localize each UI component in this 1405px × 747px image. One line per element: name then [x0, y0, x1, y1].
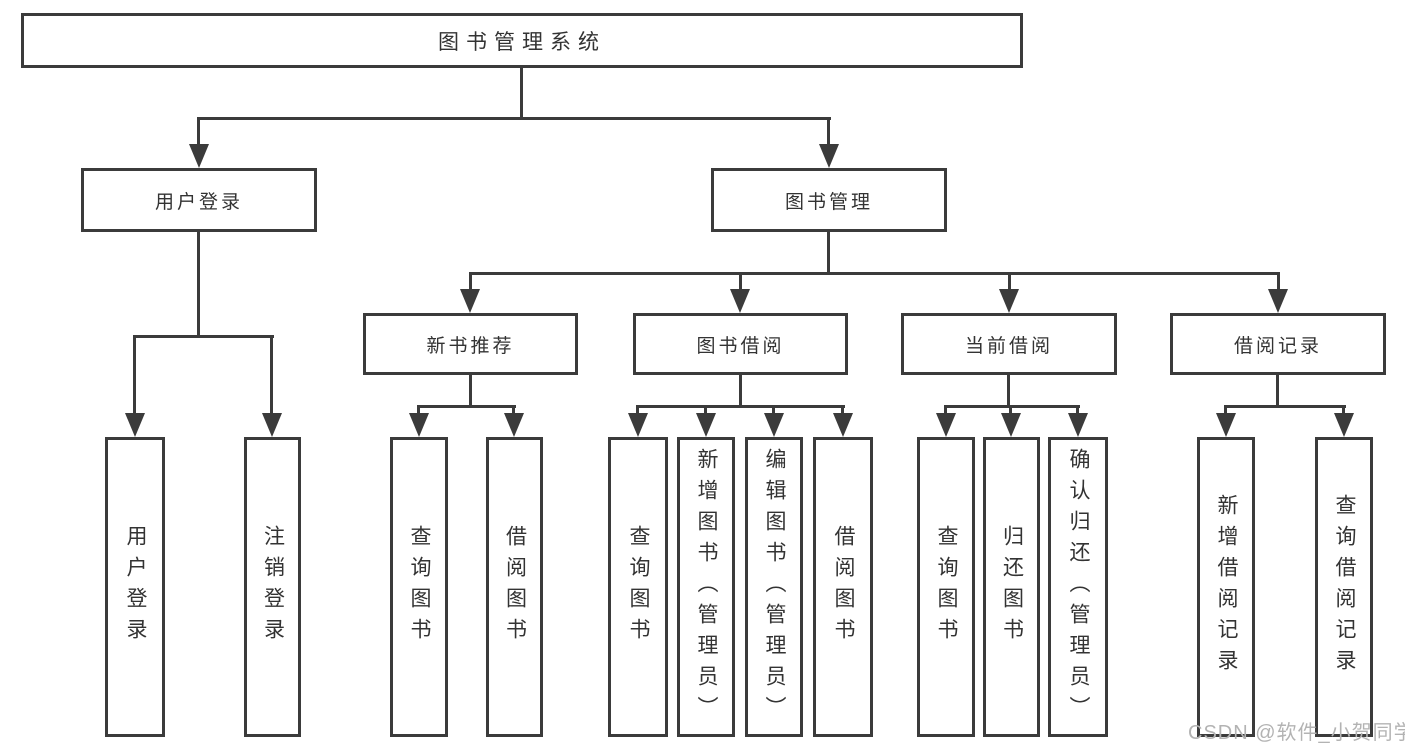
leaf-query-books-recommend-label: 查询图书 [408, 525, 432, 649]
connector-stem-leaf [704, 405, 707, 415]
connector-user-login-branch [134, 335, 274, 338]
connector-stem-leaf [772, 405, 775, 415]
connector-stem-leaf [417, 405, 420, 415]
arrow-down-icon [628, 413, 648, 437]
leaf-add-book-admin-label: 新增图书（管理员） [695, 447, 719, 727]
arrow-down-icon [262, 413, 282, 437]
node-book-borrow: 图书借阅 [633, 313, 848, 375]
connector-root-branch [197, 117, 831, 120]
connector-current-borrow-stub [1007, 375, 1010, 408]
leaf-query-books-borrow-label: 查询图书 [627, 525, 651, 649]
connector-stem-leaf [1009, 405, 1012, 415]
node-book-borrow-label: 图书借阅 [696, 335, 785, 357]
connector-stem-leaf [944, 405, 947, 415]
node-book-management-label: 图书管理 [784, 191, 873, 213]
leaf-logout-label: 注销登录 [261, 525, 285, 649]
watermark: CSDN @软件_小贺同学 [1188, 722, 1405, 744]
arrow-down-icon [730, 289, 750, 313]
leaf-borrow-books-recommend: 借阅图书 [486, 437, 543, 737]
arrow-down-icon [1216, 413, 1236, 437]
arrow-down-icon [1068, 413, 1088, 437]
connector-book-borrow-branch [636, 405, 845, 408]
node-user-login: 用户登录 [81, 168, 317, 232]
leaf-user-login-label: 用户登录 [124, 525, 148, 649]
arrow-down-icon [409, 413, 429, 437]
arrow-down-icon [696, 413, 716, 437]
connector-stem-leaf [841, 405, 844, 415]
connector-root-stub [520, 68, 523, 120]
connector-borrow-records-stub [1276, 375, 1279, 408]
connector-stem-leaf [1224, 405, 1227, 415]
connector-stem-leaf [636, 405, 639, 415]
leaf-return-book-label: 归还图书 [1000, 525, 1024, 649]
connector-new-book-stub [469, 375, 472, 408]
leaf-borrow-books-borrow-label: 借阅图书 [832, 525, 856, 649]
leaf-query-borrow-record: 查询借阅记录 [1315, 437, 1373, 737]
connector-book-borrow-stub [739, 375, 742, 408]
leaf-return-book: 归还图书 [983, 437, 1040, 737]
leaf-logout: 注销登录 [244, 437, 301, 737]
connector-stem-leaf [1076, 405, 1079, 415]
connector-stem-user-login [197, 117, 200, 146]
leaf-edit-book-admin: 编辑图书（管理员） [745, 437, 803, 737]
leaf-query-books-borrow: 查询图书 [608, 437, 668, 737]
node-borrow-records-label: 借阅记录 [1233, 335, 1322, 357]
node-user-login-label: 用户登录 [154, 191, 243, 213]
leaf-query-books-recommend: 查询图书 [390, 437, 448, 737]
node-current-borrow: 当前借阅 [901, 313, 1117, 375]
leaf-query-books-current: 查询图书 [917, 437, 975, 737]
connector-stem-new-book [469, 272, 472, 292]
leaf-confirm-return-admin-label: 确认归还（管理员） [1067, 447, 1091, 727]
arrow-down-icon [125, 413, 145, 437]
leaf-user-login: 用户登录 [105, 437, 165, 737]
leaf-add-book-admin: 新增图书（管理员） [677, 437, 735, 737]
arrow-down-icon [1268, 289, 1288, 313]
leaf-add-borrow-record-label: 新增借阅记录 [1215, 494, 1239, 680]
node-borrow-records: 借阅记录 [1170, 313, 1386, 375]
leaf-query-books-current-label: 查询图书 [935, 525, 959, 649]
leaf-borrow-books-borrow: 借阅图书 [813, 437, 873, 737]
arrow-down-icon [189, 144, 209, 168]
connector-stem-borrow-records [1277, 272, 1280, 292]
connector-new-book-branch [417, 405, 516, 408]
arrow-down-icon [764, 413, 784, 437]
node-library-system-label: 图书管理系统 [438, 30, 606, 54]
leaf-borrow-books-recommend-label: 借阅图书 [503, 525, 527, 649]
arrow-down-icon [504, 413, 524, 437]
connector-book-management-stub [827, 232, 830, 275]
arrow-down-icon [1001, 413, 1021, 437]
leaf-query-borrow-record-label: 查询借阅记录 [1333, 494, 1357, 680]
connector-stem-leaf [1342, 405, 1345, 415]
node-new-book-recommend: 新书推荐 [363, 313, 578, 375]
connector-book-management-branch [469, 272, 1280, 275]
connector-stem-book-borrow [739, 272, 742, 292]
node-new-book-recommend-label: 新书推荐 [426, 335, 515, 357]
connector-stem-leaf [270, 335, 273, 415]
connector-current-borrow-branch [944, 405, 1080, 408]
leaf-add-borrow-record: 新增借阅记录 [1197, 437, 1255, 737]
arrow-down-icon [936, 413, 956, 437]
arrow-down-icon [999, 289, 1019, 313]
connector-stem-leaf [133, 335, 136, 415]
arrow-down-icon [1334, 413, 1354, 437]
node-library-system: 图书管理系统 [21, 13, 1023, 68]
arrow-down-icon [460, 289, 480, 313]
connector-stem-leaf [512, 405, 515, 415]
arrow-down-icon [819, 144, 839, 168]
arrow-down-icon [833, 413, 853, 437]
leaf-confirm-return-admin: 确认归还（管理员） [1048, 437, 1108, 737]
connector-user-login-stub [197, 232, 200, 338]
connector-stem-current-borrow [1008, 272, 1011, 292]
connector-borrow-records-branch [1224, 405, 1346, 408]
node-book-management: 图书管理 [711, 168, 947, 232]
node-current-borrow-label: 当前借阅 [964, 335, 1053, 357]
connector-stem-book-management [827, 117, 830, 146]
leaf-edit-book-admin-label: 编辑图书（管理员） [763, 447, 787, 727]
